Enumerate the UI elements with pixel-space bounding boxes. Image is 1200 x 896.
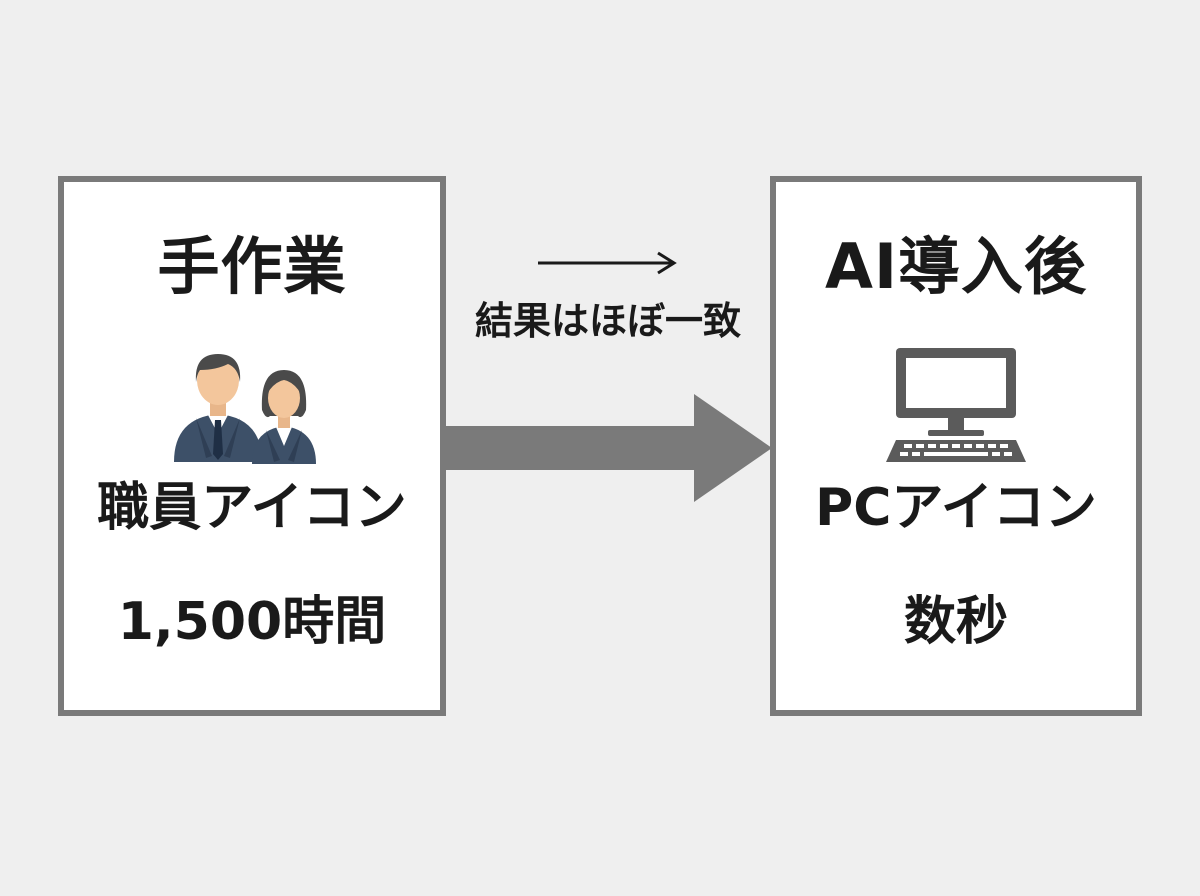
- man-figure: [174, 354, 262, 462]
- ai-panel-title: AI導入後: [824, 230, 1088, 303]
- big-arrow-icon: [446, 394, 772, 502]
- manual-time-value: 1,500時間: [117, 592, 387, 652]
- pc-icon-label: PCアイコン: [815, 478, 1097, 538]
- woman-figure: [252, 370, 316, 464]
- manual-work-title: 手作業: [157, 230, 347, 303]
- staff-icon-label: 職員アイコン: [97, 478, 407, 538]
- staff-icon: [64, 346, 440, 466]
- ai-time-value: 数秒: [903, 592, 1008, 652]
- ai-panel: AI導入後 P: [770, 176, 1142, 716]
- small-arrow-icon: [538, 251, 677, 275]
- pc-icon: [776, 346, 1136, 466]
- result-caption: 結果はほぼ一致: [474, 299, 741, 343]
- manual-work-panel: 手作業: [58, 176, 446, 716]
